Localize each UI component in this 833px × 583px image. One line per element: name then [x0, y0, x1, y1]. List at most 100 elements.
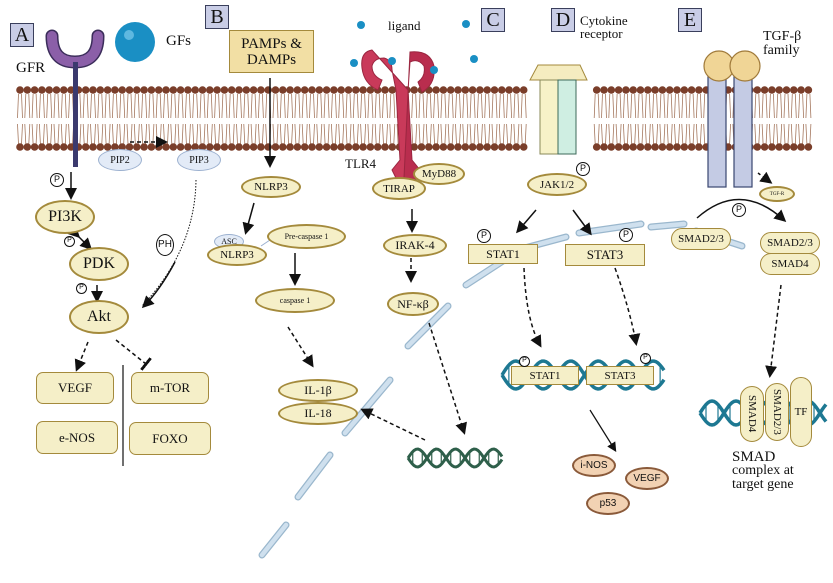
- lipid-head: [191, 143, 199, 151]
- lipid-head: [103, 86, 112, 94]
- tgf-beta-label: TGF-β: [763, 29, 802, 44]
- lipid-head: [89, 86, 97, 94]
- lipid-head: [622, 86, 630, 94]
- smad23-node: SMAD2/3: [671, 228, 731, 250]
- lipid-head: [797, 86, 805, 94]
- lipid-head: [242, 143, 251, 151]
- lipid-head: [184, 143, 192, 151]
- lipid-head: [162, 143, 170, 151]
- ligand-dot: [357, 21, 365, 29]
- lipid-head: [483, 143, 492, 151]
- arrow-nlrp3-asc: [242, 202, 255, 235]
- lipid-head: [446, 86, 455, 94]
- lipid-head: [23, 86, 32, 94]
- lipid-head: [505, 86, 513, 94]
- lipid-head: [235, 86, 243, 94]
- lipid-head: [439, 86, 448, 94]
- lipid-head: [322, 86, 331, 94]
- lipid-head: [111, 143, 119, 151]
- arrow-caspase-il: [287, 326, 314, 368]
- gfs-label: GFs: [166, 33, 192, 49]
- lipid-head: [498, 143, 506, 151]
- arrow-stat-products: [589, 409, 617, 453]
- lipid-head: [147, 143, 156, 151]
- pamps-damps-box: PAMPs & DAMPs: [229, 30, 314, 73]
- lipid-head: [476, 86, 484, 94]
- lipid-head: [680, 143, 689, 151]
- lipid-head: [454, 143, 462, 151]
- smad4-dna-node: SMAD4: [740, 386, 764, 442]
- lipid-head: [38, 86, 46, 94]
- lipid-head: [271, 143, 280, 151]
- lipid-head: [81, 143, 90, 151]
- lipid-head: [505, 143, 513, 151]
- lipid-head: [658, 143, 667, 151]
- lipid-head: [352, 143, 360, 151]
- lipid-head: [315, 143, 324, 151]
- arrow-receptor-tgfr: [757, 171, 773, 184]
- arrow-pip3-akt: [141, 261, 176, 309]
- lipid-head: [644, 143, 652, 151]
- lipid-head: [337, 143, 346, 151]
- arrow-stat1-dna: [523, 267, 542, 348]
- lipid-head: [425, 143, 433, 151]
- caption-line-2: complex at: [732, 463, 794, 478]
- lipid-head: [330, 143, 338, 151]
- lipid-head: [410, 86, 419, 94]
- lipid-head: [381, 86, 389, 94]
- lipid-head: [133, 143, 141, 151]
- lipid-head: [512, 86, 521, 94]
- lipid-head: [476, 143, 484, 151]
- lipid-head: [52, 86, 61, 94]
- lipid-head: [23, 143, 32, 151]
- lipid-head: [38, 143, 46, 151]
- lipid-head: [147, 86, 156, 94]
- lipid-head: [359, 143, 367, 151]
- pamps-label: PAMPs &: [241, 35, 302, 52]
- lipid-head: [227, 86, 236, 94]
- lipid-head: [760, 86, 769, 94]
- ligand-dot: [430, 66, 438, 74]
- arrow-smad-dna: [765, 284, 782, 378]
- lipid-head: [592, 86, 601, 94]
- lipid-head: [614, 143, 623, 151]
- lipid-head: [629, 86, 637, 94]
- stat1-node: STAT1: [468, 244, 538, 264]
- lipid-head: [169, 143, 178, 151]
- lipid-head: [67, 86, 75, 94]
- lipid-head: [797, 143, 805, 151]
- lipid-head: [673, 86, 681, 94]
- lipid-head: [118, 86, 126, 94]
- ligand-dots: [350, 20, 478, 74]
- lipid-head: [768, 143, 776, 151]
- lipid-head: [768, 86, 776, 94]
- akt-node: Akt: [69, 300, 129, 334]
- lipid-head: [490, 143, 499, 151]
- lipid-head: [125, 86, 134, 94]
- il1b-node: IL-1β: [278, 379, 358, 402]
- arrow-jak-stat3: [572, 209, 592, 236]
- lipid-head: [300, 86, 309, 94]
- ligand-dot: [388, 57, 396, 65]
- lipid-head: [695, 143, 703, 151]
- lipid-head: [60, 143, 68, 151]
- ligand-dot: [350, 59, 358, 67]
- lipid-head: [30, 86, 39, 94]
- lipid-head: [673, 143, 681, 151]
- lipid-head: [468, 143, 477, 151]
- lipid-head: [753, 86, 762, 94]
- irak4-node: IRAK-4: [383, 234, 447, 257]
- lipid-head: [366, 86, 375, 94]
- lipid-head: [103, 143, 112, 151]
- cytokine-label: Cytokine: [580, 13, 628, 28]
- caption-line-1: SMAD: [732, 449, 776, 465]
- lipid-head: [293, 143, 302, 151]
- lipid-head: [315, 86, 324, 94]
- lipid-head: [461, 143, 470, 151]
- lipid-head: [206, 86, 214, 94]
- nuclear-envelope-segments: [258, 220, 816, 559]
- phospho-icon: P: [576, 162, 590, 176]
- arrow-pi3k-pdk: [67, 225, 93, 251]
- lipid-head: [154, 143, 163, 151]
- lipid-head: [220, 143, 229, 151]
